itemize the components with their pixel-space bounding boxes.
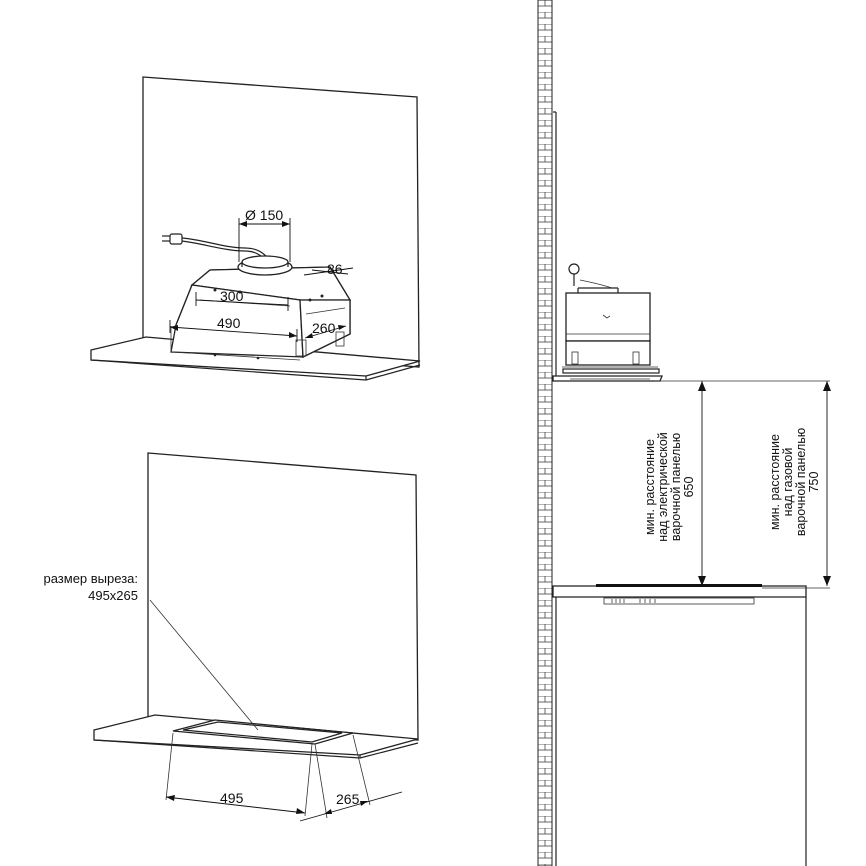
hob-base (603, 597, 755, 605)
gas-distance-label: мин. расстояние над газовой варочной пан… (768, 428, 821, 536)
inner-width-label: 300 (220, 288, 244, 304)
hood-width-label: 490 (217, 315, 241, 331)
cutout-back-panel (147, 452, 419, 741)
gas-label-line1: мин. расстояние (768, 434, 782, 530)
hob-panel (596, 584, 762, 587)
cutout-caption-line2: 495x265 (88, 588, 138, 603)
hood-body (170, 266, 352, 361)
duct-diameter-label: Ø 150 (245, 207, 283, 223)
upper-cabinet-shelf (552, 375, 663, 382)
cutout-width-label: 495 (220, 790, 244, 806)
gas-label-line3: варочной панелью (794, 428, 808, 536)
cutout-depth-label: 265 (336, 791, 360, 807)
side-view: мин. расстояние над электрической варочн… (537, 0, 831, 866)
hood-installation-view: Ø 150 86 300 490 260 (90, 76, 421, 381)
electric-label-line1: мин. расстояние (643, 439, 657, 535)
electric-distance-label: мин. расстояние над электрической варочн… (643, 432, 696, 542)
duct-collar (237, 255, 293, 276)
hood-depth-label: 86 (327, 261, 343, 277)
cutout-view: размер выреза: 495x265 495 265 (43, 452, 419, 822)
hood-side (562, 263, 660, 380)
cutout-caption-line1: размер выреза: (43, 571, 138, 586)
electric-label-line3: варочной панелью (669, 433, 683, 541)
electric-label-line2: над электрической (656, 432, 670, 542)
electric-value: 650 (682, 477, 696, 498)
gas-label-line2: над газовой (781, 448, 795, 517)
gas-value: 750 (807, 472, 821, 493)
brick-wall (537, 0, 553, 866)
side-depth-label: 260 (312, 320, 336, 336)
cutout-opening (172, 719, 354, 745)
